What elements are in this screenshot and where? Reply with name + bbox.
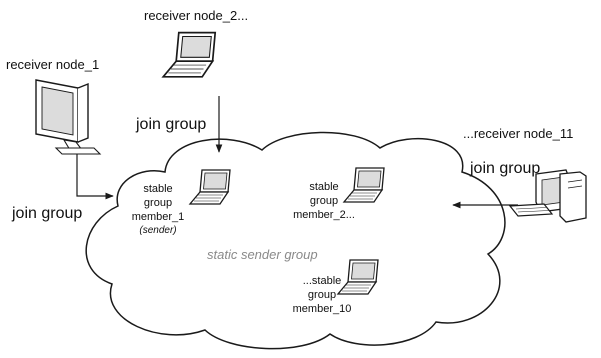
member-1-label: stable group member_1 (sender) bbox=[118, 182, 198, 238]
member-1-line-3: member_1 bbox=[131, 211, 185, 223]
join-group-label-right: join group bbox=[470, 160, 541, 177]
desktop-pc-icon bbox=[508, 169, 587, 223]
member-10-line-2: group bbox=[307, 289, 337, 301]
receiver-node-1-label: receiver node_1 bbox=[6, 57, 100, 72]
member-1-line-2: group bbox=[143, 197, 173, 209]
member-2-line-1: stable bbox=[309, 181, 339, 193]
sender-role-label: (sender) bbox=[139, 225, 177, 236]
static-sender-group-label: static sender group bbox=[207, 247, 318, 262]
member-10-label: ...stable group member_10 bbox=[282, 274, 362, 316]
member-2-line-2: group bbox=[309, 195, 339, 207]
crt-monitor-icon bbox=[35, 79, 102, 155]
sender-group-cloud bbox=[85, 131, 506, 350]
receiver-node-2-label: receiver node_2... bbox=[144, 8, 249, 23]
member-2-label: stable group member_2... bbox=[284, 180, 364, 222]
member-10-line-1: ...stable bbox=[302, 275, 342, 287]
join-group-label-left: join group bbox=[12, 205, 83, 222]
receiver-node-11-label: ...receiver node_11 bbox=[463, 126, 574, 141]
member-10-line-3: member_10 bbox=[292, 303, 352, 315]
member-2-line-3: member_2... bbox=[293, 209, 355, 221]
member-1-line-1: stable bbox=[143, 183, 173, 195]
laptop-icon bbox=[162, 31, 217, 78]
connector-node-1 bbox=[76, 148, 114, 200]
join-group-label-top: join group bbox=[136, 116, 207, 133]
